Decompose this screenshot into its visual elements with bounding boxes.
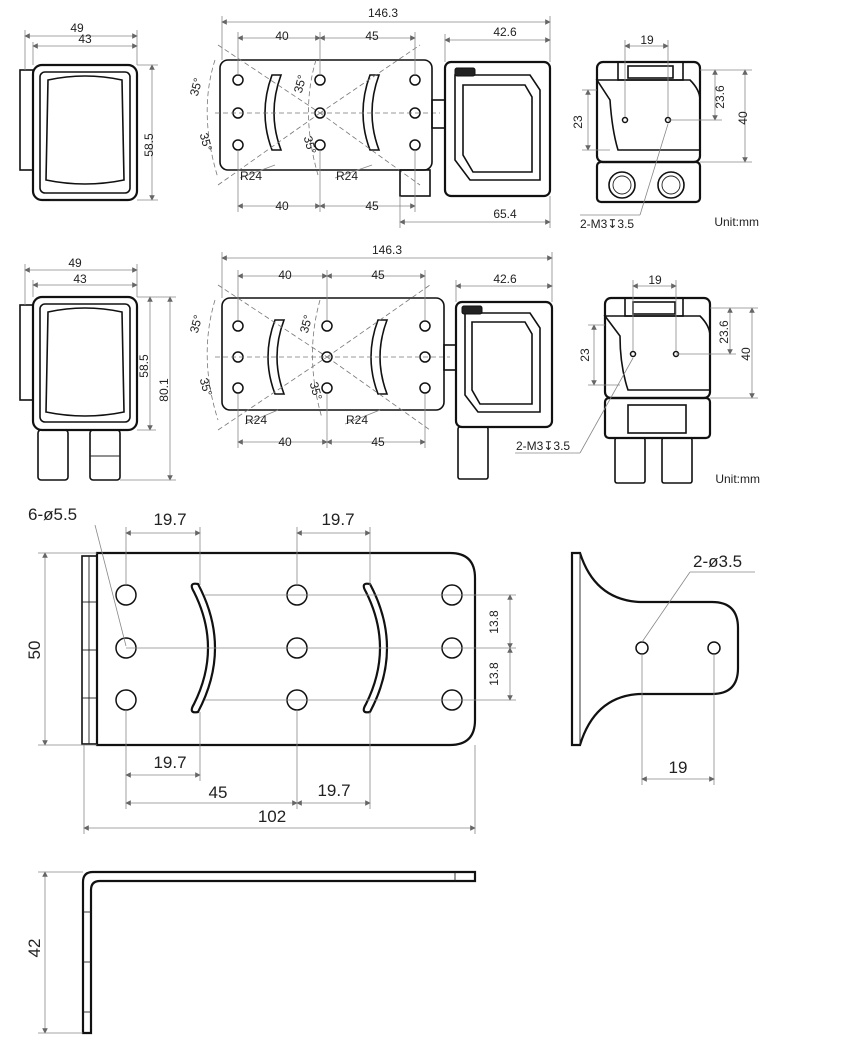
bt-total: 102 [258, 807, 286, 826]
r2-rear-r2: 40 [739, 347, 753, 361]
row1-front-view: 49 43 58.5 [19, 21, 158, 202]
r2-side-angle-d: 35° [307, 380, 325, 401]
bs-spacing: 19 [669, 758, 688, 777]
r2-rear-l1: 23 [578, 348, 592, 362]
r1-rear-thread: 2-M3↧3.5 [580, 217, 634, 231]
r2-side-b1: 40 [278, 435, 292, 449]
r1-side-angle-a: 35° [187, 76, 205, 97]
r1-side-radius-b: R24 [336, 169, 358, 183]
r1-side-angle-d: 35° [301, 134, 319, 155]
row2-front-view: 49 43 58.5 80.1 [19, 256, 176, 481]
r1-front-w-outer: 49 [70, 21, 84, 35]
row2-rear-view: 19 23.6 40 23 2-M3↧3.5 Unit:mm [515, 273, 760, 486]
r1-side-angle-c: 35° [291, 73, 309, 94]
r1-side-total: 146.3 [368, 6, 398, 20]
bt-v2: 13.8 [487, 662, 501, 686]
r1-rear-r1: 23.6 [713, 85, 727, 109]
r1-side-b1: 40 [275, 199, 289, 213]
bracket-side-view: 2-ø3.5 19 [570, 551, 755, 785]
r2-front-w-outer: 49 [68, 256, 82, 270]
r2-front-h1: 58.5 [137, 354, 151, 378]
bp-height: 42 [25, 939, 44, 958]
r2-front-h2: 80.1 [157, 378, 171, 402]
row2-side-view: 146.3 40 45 42.6 35° 35° 35° 35° R24 R24… [187, 243, 554, 480]
bt-b2: 45 [209, 783, 228, 802]
r1-side-b3: 65.4 [493, 207, 517, 221]
r2-side-radius-a: R24 [245, 413, 267, 427]
r1-side-d3: 42.6 [493, 25, 517, 39]
bt-v1: 13.8 [487, 610, 501, 634]
bt-b3: 19.7 [317, 781, 350, 800]
r1-side-d2: 45 [365, 29, 379, 43]
r2-side-angle-b: 35° [197, 376, 215, 397]
r1-unit-note: Unit:mm [714, 215, 759, 229]
r2-rear-r1: 23.6 [717, 320, 731, 344]
r1-front-h: 58.5 [142, 133, 156, 157]
bs-holes: 2-ø3.5 [693, 552, 742, 571]
bt-b1: 19.7 [153, 753, 186, 772]
r1-side-radius-a: R24 [240, 169, 262, 183]
r2-side-angle-c: 35° [297, 313, 315, 334]
bt-height: 50 [25, 641, 44, 660]
row1-side-view: 146.3 40 45 42.6 35° 35° 35° 35° R24 R24… [187, 6, 552, 228]
row1-rear-view: 19 23.6 40 23 2-M3↧3.5 Unit:mm [571, 33, 759, 231]
r2-side-radius-b: R24 [346, 413, 368, 427]
bracket-top-view: 6-ø5.5 19.7 19.7 50 13.8 13.8 19.7 45 19… [25, 505, 516, 834]
r2-rear-thread: 2-M3↧3.5 [516, 439, 570, 453]
bt-t1: 19.7 [153, 510, 186, 529]
r1-rear-r2: 40 [736, 111, 750, 125]
r2-front-w-inner: 43 [73, 272, 87, 286]
r2-rear-top: 19 [648, 273, 662, 287]
r2-side-d2: 45 [371, 268, 385, 282]
r1-front-w-inner: 43 [78, 32, 92, 46]
r1-rear-l1: 23 [571, 115, 585, 129]
r1-side-angle-b: 35° [197, 131, 215, 152]
r2-side-d3: 42.6 [493, 272, 517, 286]
r2-side-total: 146.3 [372, 243, 402, 257]
r2-unit-note: Unit:mm [715, 472, 760, 486]
r1-rear-top: 19 [640, 33, 654, 47]
bracket-profile-view: 42 [25, 870, 477, 1035]
r1-side-b2: 45 [365, 199, 379, 213]
r2-side-angle-a: 35° [187, 313, 205, 334]
r2-side-b2: 45 [371, 435, 385, 449]
bt-holes: 6-ø5.5 [28, 505, 77, 524]
r2-side-d1: 40 [278, 268, 292, 282]
bt-t2: 19.7 [321, 510, 354, 529]
r1-side-d1: 40 [275, 29, 289, 43]
